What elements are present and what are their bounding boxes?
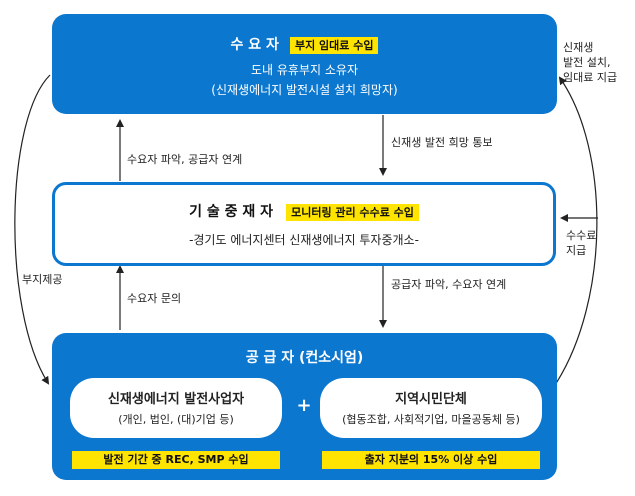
broker-revenue-badge: 모니터링 관리 수수료 수입 [286,204,419,221]
demand-revenue-badge: 부지 임대료 수입 [289,37,379,54]
label-to-demand: 수요자 파악, 공급자 연계 [127,153,243,166]
label-to-supply: 공급자 파악, 수요자 연계 [391,278,507,291]
label-install-rent-line3: 임대료 지급 [563,71,618,84]
label-install-rent-line2: 발전 설치, [563,56,611,69]
supply-box: 공 급 자 (컨소시엄) 신재생에너지 발전사업자 (개인, 법인, (대)기업… [52,333,557,480]
supply-left-revenue: 발전 기간 중 REC, SMP 수입 [72,451,280,469]
demand-line2: (신재생에너지 발전시설 설치 희망자) [211,83,398,97]
label-to-broker-from-supply: 수요자 문의 [127,292,182,305]
supply-left-sub: (개인, 법인, (대)기업 등) [118,413,234,426]
arrow-site-provision [14,74,51,385]
supply-right-card: 지역시민단체 (협동조합, 사회적기업, 마을공동체 등) [320,378,542,438]
label-fee-line1: 수수료 [566,229,597,242]
label-fee-line2: 지급 [566,244,587,257]
supply-right-sub: (협동조합, 사회적기업, 마을공동체 등) [342,413,520,426]
arrow-install-rent [554,76,598,386]
label-site-provision: 부지제공 [22,273,63,286]
demand-line1: 도내 유휴부지 소유자 [251,63,358,77]
supply-title: 공 급 자 (컨소시엄) [245,350,364,366]
broker-title: 기 술 중 재 자 [189,204,273,220]
label-fee-payment: 수수료 지급 [566,228,596,258]
broker-box: 기 술 중 재 자 모니터링 관리 수수료 수입 -경기도 에너지센터 신재생에… [52,182,556,266]
plus-sign: + [296,395,312,416]
demand-title: 수 요 자 [230,37,279,53]
supply-left-card: 신재생에너지 발전사업자 (개인, 법인, (대)기업 등) [70,378,282,438]
supply-right-title: 지역시민단체 [395,392,467,407]
supply-right-revenue: 출자 지분의 15% 이상 수입 [322,451,540,469]
label-install-rent-line1: 신재생 [563,41,594,54]
label-install-rent: 신재생 발전 설치, 임대료 지급 [563,40,617,85]
broker-line1: -경기도 에너지센터 신재생에너지 투자중개소- [189,233,419,247]
demand-box: 수 요 자 부지 임대료 수입 도내 유휴부지 소유자 (신재생에너지 발전시설… [52,14,557,114]
label-to-broker-from-demand: 신재생 발전 희망 통보 [391,136,493,149]
supply-left-title: 신재생에너지 발전사업자 [107,392,245,407]
